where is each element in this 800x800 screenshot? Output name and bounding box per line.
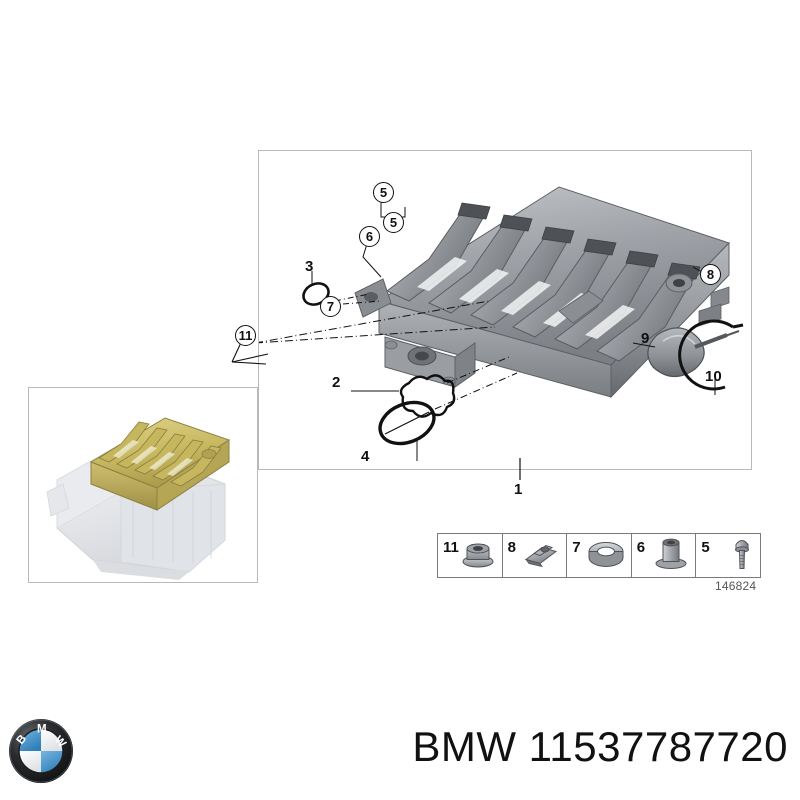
callout-9: 9 (641, 330, 650, 347)
diagram-image-code: 146824 (715, 579, 757, 593)
main-diagram-frame (258, 150, 752, 470)
part-4-oring-shape (378, 400, 436, 446)
legend-number: 7 (572, 539, 581, 556)
svg-text:M: M (37, 724, 47, 736)
intake-manifold-illustration (259, 186, 744, 461)
callout-2: 2 (332, 374, 341, 391)
callout-8: 8 (700, 264, 721, 285)
callout-7: 7 (320, 296, 341, 317)
small-parts-legend: 11 8 (437, 533, 761, 578)
flange-nut-icon (458, 537, 498, 574)
bmw-logo: B M W (8, 718, 74, 784)
callout-3: 3 (305, 258, 314, 275)
callout-11: 11 (235, 325, 256, 346)
legend-number: 5 (701, 539, 710, 556)
part-9-actuator-shape (647, 327, 740, 378)
seal-ring-icon (585, 537, 627, 574)
grommet-sleeve-icon (651, 536, 691, 575)
footer-part-number: BMW 11537787720 (412, 723, 788, 770)
legend-number: 11 (443, 539, 459, 556)
callout-5-upper: 5 (373, 182, 394, 203)
callout-1-leader (519, 458, 521, 480)
highlighted-intake-manifold (89, 417, 231, 511)
callout-10: 10 (705, 368, 722, 385)
callout-1: 1 (514, 481, 523, 498)
legend-number: 6 (636, 539, 646, 556)
legend-item-7: 7 (567, 534, 632, 577)
bolt-icon (728, 535, 756, 576)
legend-number: 8 (507, 539, 516, 556)
legend-item-8: 8 (503, 534, 568, 577)
part-2-gasket-shape (399, 374, 456, 418)
callout-4: 4 (361, 448, 370, 465)
callout-6: 6 (359, 226, 380, 247)
legend-item-11: 11 (438, 534, 503, 577)
legend-item-6: 6 (632, 534, 697, 577)
engine-location-inset (28, 387, 258, 583)
callout-5-lower: 5 (383, 212, 404, 233)
engine-thumbnail-illustration (46, 417, 231, 580)
part-10-clip-shape (678, 319, 744, 391)
legend-item-5: 5 (696, 534, 760, 577)
spring-clip-icon (520, 537, 562, 574)
